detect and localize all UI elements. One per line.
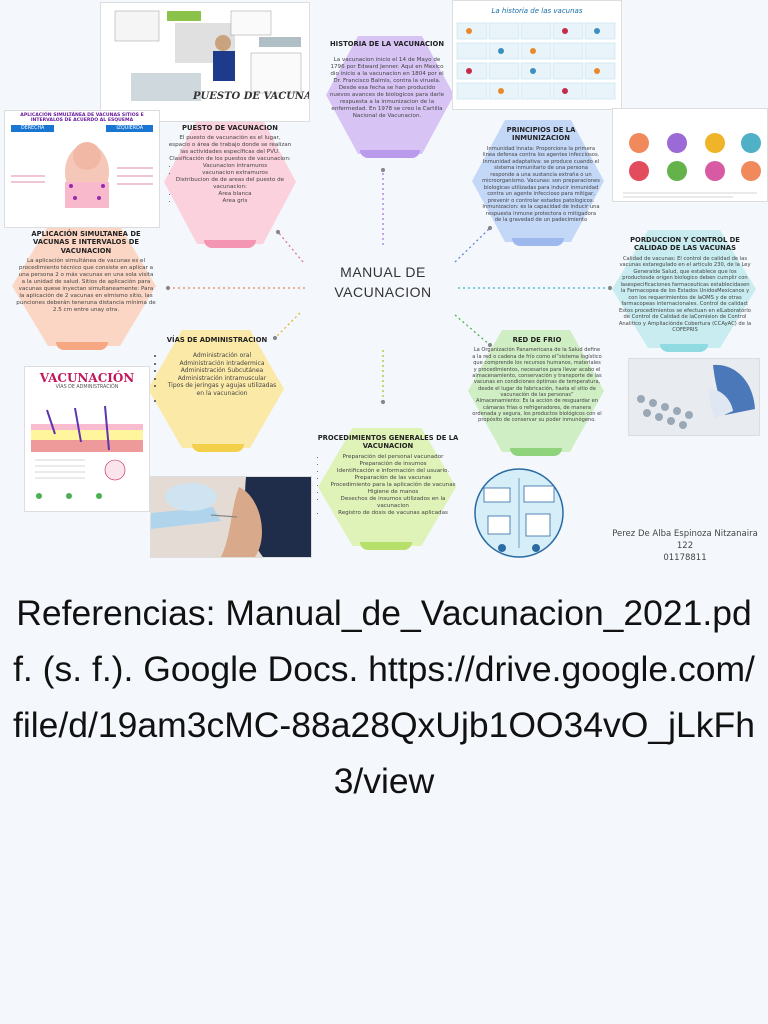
- vias-list: Administración oralAdministración intrad…: [154, 352, 280, 405]
- puesto-classification-item: vacunacion extramuros: [178, 170, 292, 177]
- historia-hexagon: [326, 36, 454, 154]
- procedimientos-list-item: Identificación e información del usuario…: [326, 468, 460, 475]
- center-title-line2: VACUNACION: [334, 284, 432, 300]
- vias-image-subtitle: VÍAS DE ADMINISTRACIÓN: [55, 385, 119, 390]
- vias-panel: VÍAS DE ADMINISTRACION Administración or…: [154, 336, 280, 405]
- cold-chain-graphic: [474, 468, 564, 558]
- historia-timeline-title: La historia de las vacunas: [492, 7, 583, 15]
- lab-vials-photo: [628, 358, 760, 436]
- procedimientos-title: PROCEDIMIENTOS GENERALES DE LA VACUNACIO…: [317, 434, 459, 451]
- vias-list-item: Administración intradermica: [164, 360, 280, 368]
- procedimientos-list-item: Higiene de manos: [326, 489, 460, 496]
- principios-title: PRINCIPIOS DE LA INMUNIZACION: [506, 126, 576, 143]
- procedimientos-list-item: Preparación de las vacunas: [326, 475, 460, 482]
- vias-list-item: Tipos de jeringas y agujas utilizadas en…: [164, 382, 280, 397]
- center-title-line1: MANUAL DE: [340, 264, 426, 280]
- aplicacion-simultanea-image: APLICACIÓN SIMULTÁNEA DE VACUNAS SITIOS …: [4, 110, 160, 228]
- baby-illustration: [11, 142, 153, 208]
- puesto-classification-item: Vacunacion intramuros: [178, 163, 292, 170]
- vias-diagram-graphic: [31, 405, 143, 499]
- historia-text: La vacunacion inicio el 14 de Mayo de 17…: [329, 57, 445, 120]
- author-id: 01178811: [663, 553, 707, 563]
- cold-chain-illustration: [474, 468, 564, 558]
- aplicacion-image-title: APLICACIÓN SIMULTÁNEA DE VACUNAS SITIOS …: [20, 113, 144, 123]
- lab-vials-graphic: [629, 359, 759, 435]
- historia-title: HISTORIA DE LA VACUNACION: [329, 40, 445, 48]
- author-info: Perez De Alba Espinoza Nitzanaira 122 01…: [600, 528, 768, 564]
- produccion-title: PORDUCCION Y CONTROL DE CALIDAD DE LAS V…: [630, 236, 740, 253]
- puesto-areas-list: Area blancaArea gris: [168, 191, 292, 205]
- vias-list-item: [164, 397, 280, 405]
- red-frio-tab: [510, 448, 562, 456]
- red-frio-title: RED DE FRIO: [512, 336, 562, 344]
- puesto-area-item: Area blanca: [178, 191, 292, 198]
- references-text: Referencias: Manual_de_Vacunacion_2021.p…: [13, 593, 755, 801]
- puesto-illustration-graphic: PUESTO DE VACUNACIÓN: [101, 3, 309, 121]
- author-name: Perez De Alba Espinoza Nitzanaira: [612, 529, 758, 539]
- puesto-title: PUESTO DE VACUNACION: [182, 124, 278, 132]
- puesto-illustration-caption: PUESTO DE VACUNACIÓN: [192, 90, 309, 102]
- procedimientos-tab: [360, 542, 412, 550]
- puesto-classification-label: Clasificación de los puestos de vacunaci…: [169, 156, 291, 163]
- vias-list-item: Administración intramuscular: [164, 375, 280, 383]
- aplicacion-tab: [56, 342, 108, 350]
- procedimientos-panel: PROCEDIMIENTOS GENERALES DE LA VACUNACIO…: [316, 434, 460, 517]
- puesto-illustration: PUESTO DE VACUNACIÓN: [100, 2, 310, 122]
- red-frio-text: La Organización Panamericana de la Salud…: [472, 347, 602, 398]
- procedimientos-list: Preparación del personal vacunadorPrepar…: [316, 454, 460, 517]
- vias-administracion-image: VACUNACIÓN VÍAS DE ADMINISTRACIÓN: [24, 366, 150, 512]
- vias-image-title: VACUNACIÓN: [39, 371, 135, 385]
- procedimientos-list-item: Desechos de insumos utilizados en la vac…: [326, 496, 460, 510]
- vias-title: VÍAS DE ADMINISTRACION: [166, 336, 268, 344]
- puesto-panel: PUESTO DE VACUNACION El puesto de vacuna…: [168, 124, 292, 205]
- historia-timeline-image: La historia de las vacunas: [452, 0, 622, 110]
- produccion-text: Calidad de vacunas: El control de calida…: [618, 255, 752, 334]
- historia-tab: [360, 150, 420, 158]
- puesto-text: El puesto de vacunación es el lugar, esp…: [168, 135, 292, 156]
- mind-map: MANUAL DE VACUNACION HISTORIA DE LA VACU…: [0, 0, 768, 560]
- historia-panel: HISTORIA DE LA VACUNACION La vacunacion …: [328, 40, 446, 120]
- vias-tab: [192, 444, 244, 452]
- aplicacion-title: APLICACIÓN SIMULTANEA DE VACUNAS E INTER…: [31, 230, 141, 255]
- produccion-panel: PORDUCCION Y CONTROL DE CALIDAD DE LAS V…: [618, 236, 752, 334]
- produccion-tab: [660, 344, 708, 352]
- puesto-area-item: Area gris: [178, 198, 292, 205]
- red-frio-panel: RED DE FRIO La Organización Panamericana…: [472, 336, 602, 424]
- puesto-hexagon: [164, 120, 296, 244]
- historia-timeline-graphic: La historia de las vacunas: [453, 1, 621, 109]
- procedimientos-list-item: Preparación de insumos: [326, 461, 460, 468]
- procedimientos-list-item: Preparación del personal vacunador: [326, 454, 460, 461]
- procedimientos-list-item: Registro de dosis de vacunas aplicadas: [326, 510, 460, 517]
- aplicacion-panel: APLICACIÓN SIMULTANEA DE VACUNAS E INTER…: [16, 230, 156, 314]
- puesto-tab: [204, 240, 256, 248]
- vias-list-item: Administración oral: [164, 352, 280, 360]
- red-frio-storage-text: Almacenamiento: Es la acción de resguard…: [472, 398, 602, 424]
- puesto-classification-list: Vacunacion intramurosvacunacion extramur…: [168, 163, 292, 177]
- principios-tab: [512, 238, 564, 246]
- procedimientos-list-item: Procedimiento para la aplicación de vacu…: [326, 482, 460, 489]
- principios-text: Inmunidad Innata: Proporciona la primera…: [482, 145, 600, 224]
- immune-cells-graphic: [613, 109, 767, 201]
- injection-photo: [150, 476, 312, 558]
- aplicacion-hexagon: [12, 226, 156, 346]
- connector-arrows: [165, 167, 613, 405]
- author-group: 122: [676, 541, 694, 551]
- map-center-title: MANUAL DE VACUNACION: [318, 262, 448, 302]
- principios-panel: PRINCIPIOS DE LA INMUNIZACION Inmunidad …: [482, 126, 600, 224]
- aplicacion-image-left-label: IZQUIERDA: [106, 125, 153, 132]
- immune-cells-image: [612, 108, 768, 202]
- puesto-areas-label: Distribucion de de areas del puesto de v…: [175, 177, 285, 191]
- vias-list-item: Administración Subcutánea: [164, 367, 280, 375]
- injection-photo-graphic: [151, 477, 311, 557]
- aplicacion-text: La aplicación simultánea de vacunas es e…: [16, 258, 156, 314]
- aplicacion-image-right-label: DERECHA: [11, 125, 55, 132]
